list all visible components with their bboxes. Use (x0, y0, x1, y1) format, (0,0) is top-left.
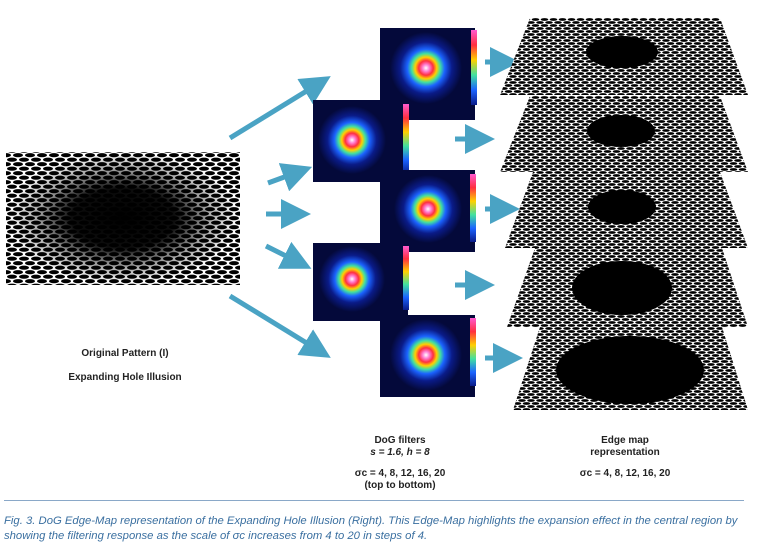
dog-order: (top to bottom) (364, 480, 436, 491)
edge-map-4 (507, 248, 748, 327)
dog-sigma: σc = 4, 8, 12, 16, 20 (354, 468, 446, 479)
edge-map-1 (500, 18, 748, 95)
original-pattern-label: Original Pattern (I) Expanding Hole Illu… (55, 348, 195, 384)
edge-title: Edge map (601, 435, 649, 446)
edge-map-3 (505, 172, 748, 248)
caption-divider (4, 500, 744, 501)
dog-filters-label: DoG filters s = 1.6, h = 8 σc = 4, 8, 12… (345, 435, 455, 492)
dog-title: DoG filters (374, 435, 426, 446)
dog-params: s = 1.6, h = 8 (370, 447, 430, 458)
figure-diagram (6, 18, 748, 410)
edge-subtitle: representation (590, 447, 660, 458)
edge-map-2 (500, 96, 748, 172)
input-arrows (228, 76, 331, 358)
edge-sigma: σc = 4, 8, 12, 16, 20 (579, 468, 671, 479)
original-title: Original Pattern (I) (81, 348, 169, 359)
dog-filter-2 (313, 100, 409, 182)
original-pattern-image (6, 152, 240, 285)
figure-caption: Fig. 3. DoG Edge-Map representation of t… (4, 515, 738, 542)
dog-filter-4 (313, 243, 409, 321)
dog-filter-5 (380, 315, 476, 397)
dog-filter-3 (380, 170, 476, 252)
edge-map-label: Edge map representation σc = 4, 8, 12, 1… (565, 435, 685, 480)
output-arrows (455, 47, 523, 373)
original-subtitle: Expanding Hole Illusion (68, 372, 182, 383)
dog-filter-1 (380, 28, 477, 120)
edge-map-5 (513, 327, 748, 410)
